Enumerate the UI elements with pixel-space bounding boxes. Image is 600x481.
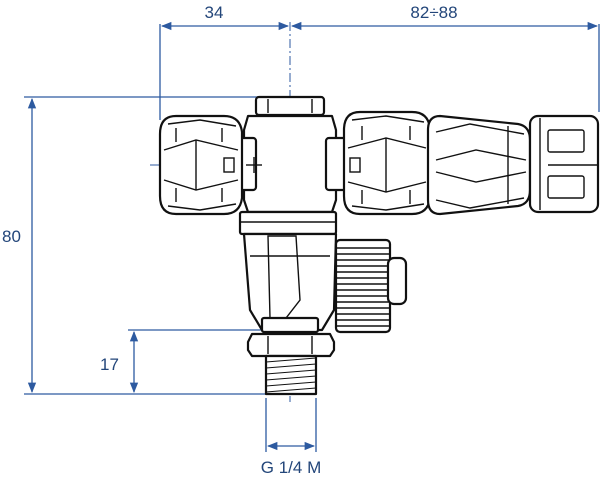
threaded-stud <box>264 354 318 396</box>
thread-lines <box>265 357 317 393</box>
bottom-neck <box>260 316 320 334</box>
dim-label-17: 17 <box>100 355 119 374</box>
dim-label-80: 80 <box>2 227 21 246</box>
handwheel <box>334 238 408 334</box>
right-compression-nut <box>342 110 432 216</box>
top-cap <box>254 95 326 117</box>
valve-body <box>230 95 352 396</box>
dimension-lines <box>24 21 600 452</box>
cross-mark <box>246 157 262 173</box>
dim-label-thread: G 1/4 M <box>261 458 321 477</box>
lower-body <box>242 232 338 332</box>
middle-collar <box>238 210 338 236</box>
left-compression-nut <box>158 114 244 216</box>
tee-body <box>242 114 338 214</box>
end-cap <box>528 114 600 214</box>
bottom-nut <box>246 332 336 358</box>
dim-label-34: 34 <box>205 3 224 22</box>
dim-label-82-88: 82÷88 <box>410 3 457 22</box>
pipe-connector <box>426 114 532 216</box>
